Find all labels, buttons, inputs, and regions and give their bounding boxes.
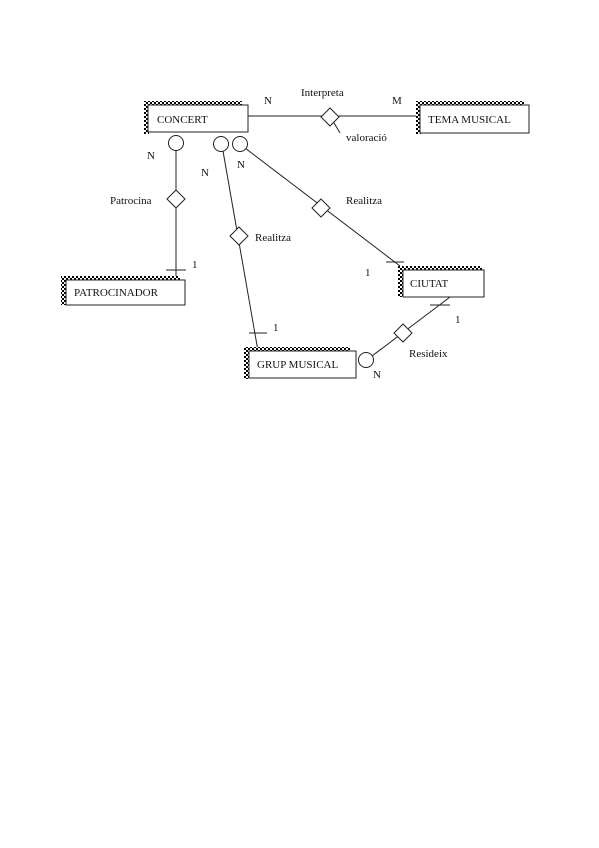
entity-patrocinador: PATROCINADOR [61,276,186,306]
entity-concert-label: CONCERT [157,114,208,126]
resideix-line [371,296,451,357]
patrocina-label: Patrocina [110,195,152,207]
cardinality-interpreta-concert: N [264,95,272,107]
realitza-ciutat-label: Realitza [346,195,382,207]
cardinality-realitza-ciutat-concert: N [237,159,245,171]
cardinality-realitza-grup-grup: 1 [273,322,279,334]
cardinality-patrocina-patrocinador: 1 [192,259,198,271]
realitza-ciutat-many-circle [232,136,248,152]
entity-ciutat: CIUTAT [398,266,485,298]
realitza-grup-line [222,150,259,352]
interpreta-diamond [320,107,340,127]
entity-grup-musical: GRUP MUSICAL [244,347,357,379]
valoracio-label: valoració [346,132,387,144]
realitza-grup-label: Realitza [255,232,291,244]
cardinality-realitza-grup-concert: N [201,167,209,179]
interpreta-label: Interpreta [301,87,344,99]
cardinality-patrocina-concert: N [147,150,155,162]
cardinality-resideix-grup: N [373,369,381,381]
resideix-diamond [393,323,413,343]
realitza-grup-many-circle [213,136,229,152]
entity-patrocinador-label: PATROCINADOR [74,287,159,299]
cardinality-interpreta-tema: M [392,95,402,107]
resideix-many-circle [358,352,374,368]
realitza-grup-diamond [229,226,249,246]
cardinality-resideix-ciutat: 1 [455,314,461,326]
entity-grup-musical-label: GRUP MUSICAL [257,359,338,371]
cardinality-realitza-ciutat-ciutat: 1 [365,267,371,279]
realitza-ciutat-diamond [311,198,331,218]
entity-concert: CONCERT [144,101,249,134]
resideix-label: Resideix [409,348,448,360]
entity-tema-musical-label: TEMA MUSICAL [428,114,511,126]
patrocina-diamond [166,189,186,209]
patrocina-many-circle [168,135,184,151]
entity-ciutat-label: CIUTAT [410,278,449,290]
entity-tema-musical: TEMA MUSICAL [416,101,530,134]
